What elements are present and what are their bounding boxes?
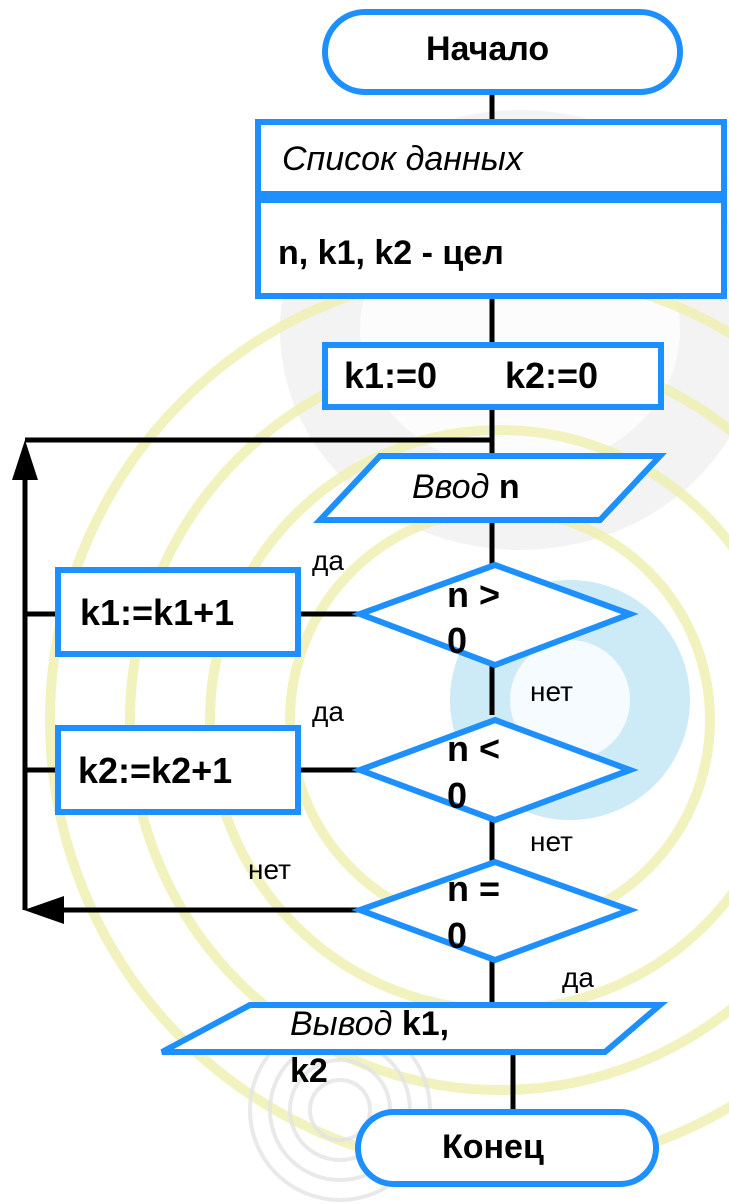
cond2-decision — [351, 716, 639, 824]
inc2-label: k2:=k2+1 — [78, 750, 233, 791]
cond3-line2: 0 — [447, 915, 468, 956]
edge-label-no-1: нет — [530, 676, 573, 707]
init-process-box — [322, 342, 664, 410]
init-k2-label: k2:=0 — [505, 355, 599, 396]
output-vars-line1: k1, — [401, 1005, 450, 1043]
init-k1-label: k1:=0 — [344, 355, 438, 396]
cond1-line2: 0 — [447, 620, 468, 661]
output-line1: Вывод k1, — [290, 1005, 449, 1044]
end-terminator — [355, 1109, 659, 1187]
data-list-header-label: Список данных — [282, 140, 523, 178]
output-word: Вывод — [290, 1005, 393, 1043]
cond2-line1: n < — [447, 728, 501, 769]
input-var: n — [498, 468, 520, 506]
data-list-header-box — [255, 119, 727, 197]
inc1-label: k1:=k1+1 — [80, 592, 235, 633]
edge-label-no-3: нет — [248, 854, 291, 885]
cond2-line2: 0 — [447, 775, 468, 816]
input-label: Ввод n — [412, 468, 520, 507]
inc1-process-box — [55, 567, 301, 657]
input-word: Ввод — [412, 468, 490, 506]
start-label: Начало — [426, 30, 550, 68]
start-terminator — [322, 9, 683, 95]
edge-label-yes-3: да — [562, 962, 594, 993]
arrowhead-left — [24, 896, 64, 924]
edge-label-no-2: нет — [530, 826, 573, 857]
edge-label-yes-2: да — [312, 696, 344, 727]
cond3-decision — [351, 858, 639, 964]
arrowhead-up — [12, 440, 38, 480]
connector-lines — [22, 93, 516, 1112]
output-parallelogram — [160, 1002, 669, 1055]
cond1-line1: n > — [447, 574, 501, 615]
edge-label-yes-1: да — [312, 545, 344, 576]
input-parallelogram — [313, 453, 667, 523]
inc2-process-box — [55, 725, 301, 815]
cond1-decision — [351, 561, 639, 669]
data-list-body-box — [255, 197, 727, 299]
output-vars-line2: k2 — [290, 1052, 328, 1090]
end-label: Конец — [442, 1128, 544, 1166]
cond3-line1: n = — [447, 868, 501, 909]
data-list-body-label: n, k1, k2 - цел — [278, 234, 504, 272]
